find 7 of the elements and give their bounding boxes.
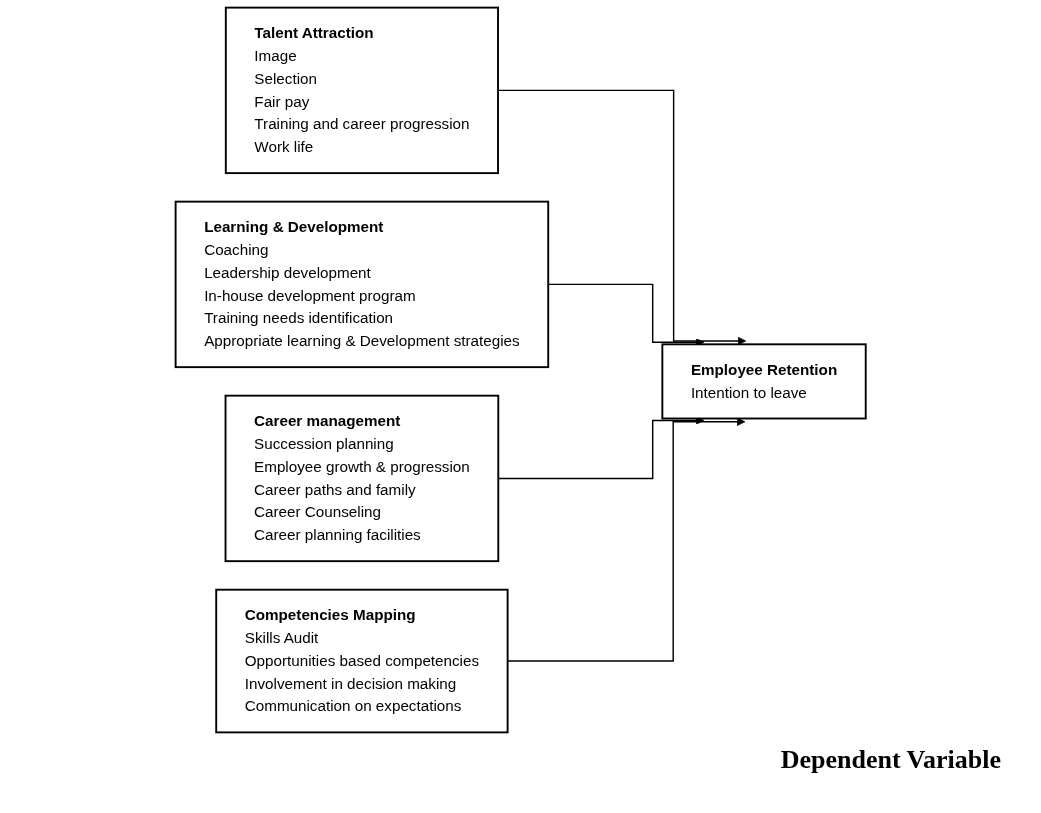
node-box: Employee Retention Intention to leave (661, 343, 867, 420)
node-box: Talent Attraction Image Selection Fair pay Training and career progression Work life (224, 6, 499, 175)
arrow (497, 89, 746, 346)
node-box: Career management Succession planning Employee growth & progression Career paths and family Career Counseling Career planning facilities (224, 394, 500, 563)
node-box: Competencies Mapping Skills Audit Opportunities based competencies Involvement in decision making Communication on expectations (215, 588, 509, 734)
caption-text: Dependent Variable (780, 745, 1001, 775)
node-box: Learning & Development Coaching Leadership development In-house development program Training needs identification Appropriate learning & Development strategies (174, 200, 549, 369)
